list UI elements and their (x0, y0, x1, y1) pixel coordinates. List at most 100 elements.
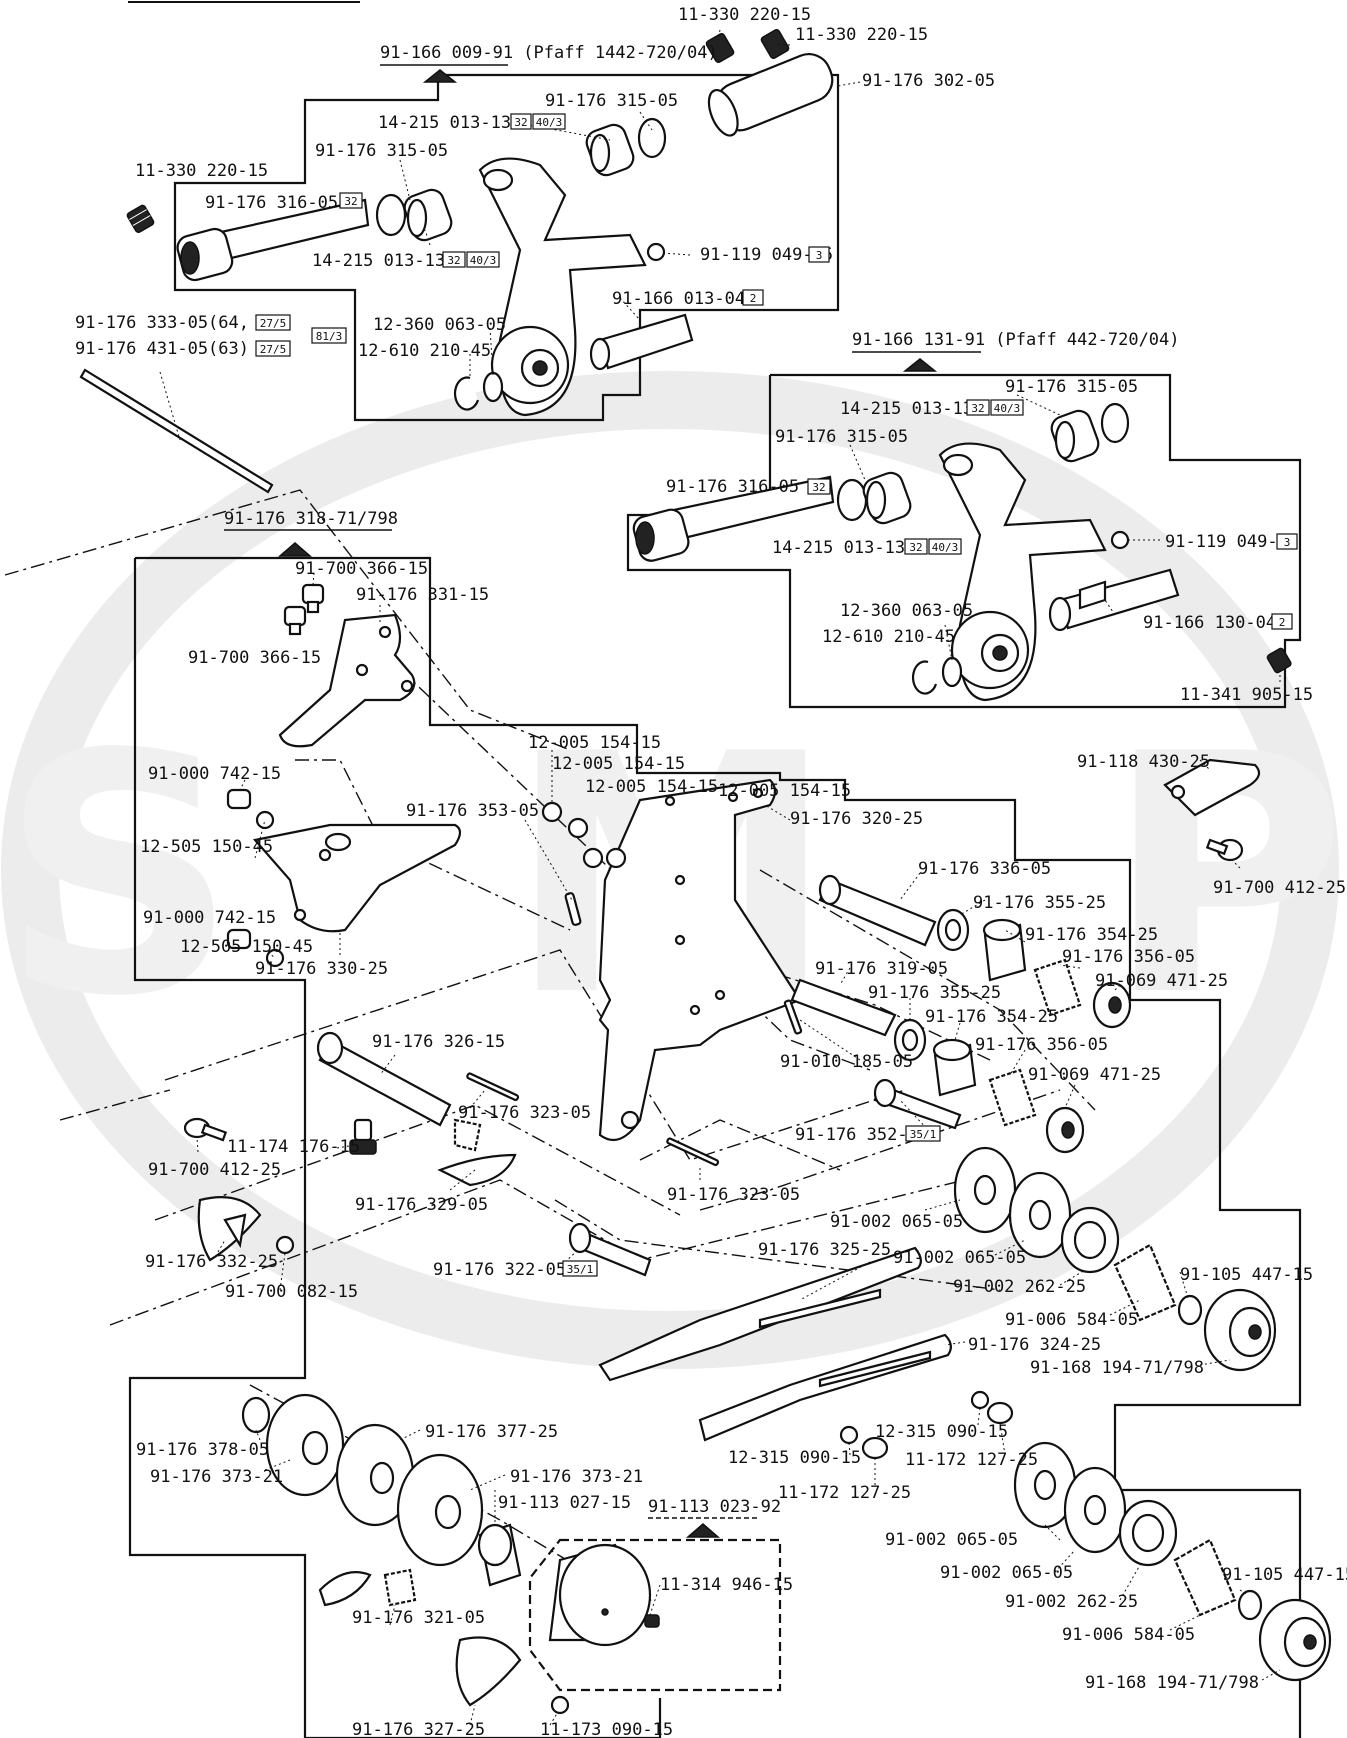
disc-91-002-065-05-a (953, 1146, 1017, 1234)
shaft-91-176-316-05-right (632, 475, 835, 562)
leaf-spring-small (318, 1571, 372, 1607)
part-label: 91-000 742-15 (148, 764, 281, 784)
part-label: 91-176 354-25 (1025, 925, 1158, 945)
svg-text:40/3: 40/3 (536, 116, 563, 129)
part-label: 12-005 154-15 (528, 733, 661, 753)
plate-assembly-marker (277, 542, 313, 557)
part-label: 91-176 315-05 (315, 141, 448, 161)
nut-91-002-262-25-b (1118, 1499, 1178, 1567)
knob-91-168-194-b (1258, 1598, 1332, 1682)
washer-top-left (375, 193, 407, 237)
part-label: 91-700 412-25 (148, 1160, 281, 1180)
part-label: 91-176 316-05 (666, 477, 799, 497)
header-knob-assembly: 91-113 023-92 (648, 1497, 781, 1517)
assembly-headers: 91-166 009-91 (Pfaff 1442-720/04) 91-166… (224, 43, 1180, 1517)
ref-tag: 40/3 (990, 399, 1024, 416)
part-label: 11-330 220-15 (678, 5, 811, 25)
screw-91-700-412-25-left (183, 1117, 228, 1142)
washer-right-left (836, 478, 868, 522)
part-labels: 11-330 220-15 11-330 220-15 91-176 302-0… (75, 5, 1347, 1738)
part-label: 11-172 127-25 (778, 1483, 911, 1503)
part-label: 91-700 412-25 (1213, 878, 1346, 898)
svg-text:27/5: 27/5 (260, 343, 287, 356)
knob-assembly-marker (685, 1523, 721, 1538)
svg-text:32: 32 (971, 402, 984, 415)
disc-91-176-373-21-a (265, 1393, 345, 1497)
washer-12-315-090-15-b (839, 1425, 859, 1445)
shaft-91-176-336-05 (818, 874, 937, 947)
ref-tag: 32 (510, 113, 532, 130)
part-label: 11-330 220-15 (795, 25, 928, 45)
part-label: 91-176 355-25 (973, 893, 1106, 913)
pin-91-010-185-05 (783, 999, 803, 1035)
part-label: 91-700 366-15 (188, 648, 321, 668)
svg-text:32: 32 (514, 116, 527, 129)
stud-91-176-322-05 (568, 1222, 652, 1277)
screw-91-000-742-15-a (226, 788, 275, 830)
spring-91-006-584-05-a (1113, 1243, 1177, 1322)
shaft-91-176-319-05 (790, 978, 897, 1037)
nut-91-069-471-25-b (1045, 1106, 1085, 1154)
part-label: 91-176 323-05 (458, 1103, 591, 1123)
plate-91-176-320-25 (598, 778, 802, 1142)
part-label: 11-314 946-15 (660, 1575, 793, 1595)
disc-91-002-065-05-b (1008, 1171, 1072, 1259)
plate-assembly-bottom (305, 1698, 662, 1738)
part-label: 91-176 373-21 (510, 1467, 643, 1487)
bearing-top-left (403, 188, 453, 242)
svg-text:32: 32 (909, 541, 922, 554)
nut-91-069-471-25-a (1092, 981, 1132, 1029)
washer-12-315-090-15-a (970, 1390, 990, 1410)
ref-tag: 35/1 (562, 1260, 598, 1277)
part-label: 91-176 320-25 (790, 809, 923, 829)
header-plate-assembly: 91-176 318-71/798 (224, 509, 398, 529)
part-label: 91-176 336-05 (918, 859, 1051, 879)
leader-lines (159, 29, 1281, 1726)
part-label: 91-002 065-05 (893, 1248, 1026, 1268)
spring-91-176-321-05 (383, 1568, 417, 1607)
part-label: 91-176 326-15 (372, 1032, 505, 1052)
part-label: 12-005 154-15 (552, 754, 685, 774)
circlip-12-610 (453, 376, 480, 411)
svg-text:35/1: 35/1 (567, 1263, 594, 1276)
svg-text:27/5: 27/5 (260, 317, 287, 330)
washer-right-12-360 (941, 656, 963, 688)
part-label: 14-215 013-13 (840, 399, 973, 419)
washer-12-360 (482, 371, 504, 403)
part-label: 91-176 355-25 (868, 983, 1001, 1003)
part-label: 91-166 130-04 (1143, 613, 1276, 633)
disc-91-176-373-21-b (396, 1453, 484, 1567)
spring-91-176-356-05-b (988, 1068, 1037, 1127)
part-label: 91-002 065-05 (830, 1212, 963, 1232)
shaft-91-166-013-04 (589, 313, 694, 371)
svg-text:32: 32 (344, 195, 357, 208)
header-right-assembly: 91-166 131-91 (Pfaff 442-720/04) (852, 330, 1180, 350)
crank-lever-right (938, 442, 1107, 702)
ref-tag: 27/5 (255, 314, 291, 331)
part-label: 91-168 194-71/798 (1030, 1358, 1204, 1378)
set-screw-top-left (126, 204, 155, 234)
ref-tag: 3 (808, 246, 830, 263)
part-label: 12-005 154-15 (718, 781, 851, 801)
part-label: 91-176 378-05 (136, 1440, 269, 1460)
spring-small-91-176-329-05 (437, 1118, 517, 1187)
pin-91-176-323-05-b (666, 1137, 720, 1167)
part-label: 91-700 082-15 (225, 1282, 358, 1302)
screw-11-174-176-15 (349, 1118, 377, 1155)
header-top-assembly: 91-166 009-91 (Pfaff 1442-720/04) (380, 43, 718, 63)
part-label: 91-176 302-05 (862, 71, 995, 91)
part-label: 91-176 319-05 (815, 959, 948, 979)
ref-tag: 40/3 (928, 538, 962, 555)
spring-91-176-356-05-a (1033, 958, 1082, 1017)
disc-91-002-065-05-d (1063, 1466, 1127, 1554)
screw-11-172-127-25-a (986, 1401, 1014, 1425)
part-label: 91-069 471-25 (1028, 1065, 1161, 1085)
part-label: 91-105 447-15 (1222, 1565, 1347, 1585)
reference-tags: 32 40/3 32 32 40/3 3 2 27/5 27/5 81/3 32… (255, 113, 1298, 1277)
ref-tag: 3 (1276, 533, 1298, 550)
plate-assembly-parts (183, 583, 1332, 1715)
part-label: 91-069 471-25 (1095, 971, 1228, 991)
knob-assembly-outline (528, 1538, 782, 1692)
part-label: 91-010 185-05 (780, 1052, 913, 1072)
